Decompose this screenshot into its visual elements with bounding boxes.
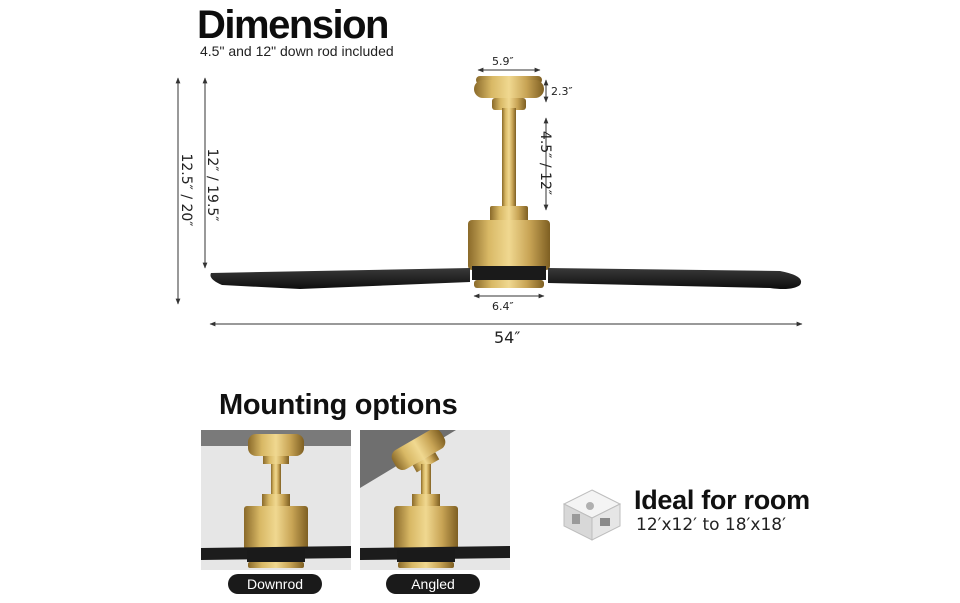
angled-option-image: [360, 430, 510, 570]
downrod: [502, 108, 516, 208]
canopy-height-label: 2.3″: [551, 85, 573, 98]
page-title: Dimension: [197, 3, 389, 47]
motor-width-label: 6.4″: [492, 300, 514, 313]
room-title: Ideal for room: [634, 485, 810, 515]
right-blade: [548, 268, 802, 289]
mounting-title: Mounting options: [219, 389, 458, 421]
blade-to-ceiling-label: 12″ / 19.5″: [204, 148, 220, 222]
room-size: 12′x12′ to 18′x18′: [636, 515, 786, 535]
left-blade: [210, 268, 470, 289]
room-icon: [562, 489, 622, 541]
canopy: [474, 76, 544, 110]
angled-option-label: Angled: [386, 574, 480, 594]
blade-span-label: 54″: [494, 328, 521, 347]
fan-diagram: [175, 67, 803, 327]
downrod-option-label: Downrod: [228, 574, 322, 594]
overall-height-label: 12.5″ / 20″: [178, 153, 194, 227]
motor-housing: [468, 206, 550, 288]
canopy-width-label: 5.9″: [492, 55, 514, 68]
page-subtitle: 4.5" and 12" down rod included: [200, 43, 394, 59]
downrod-option-image: [201, 430, 351, 570]
downrod-length-label: 4.5″ / 12″: [537, 130, 553, 196]
